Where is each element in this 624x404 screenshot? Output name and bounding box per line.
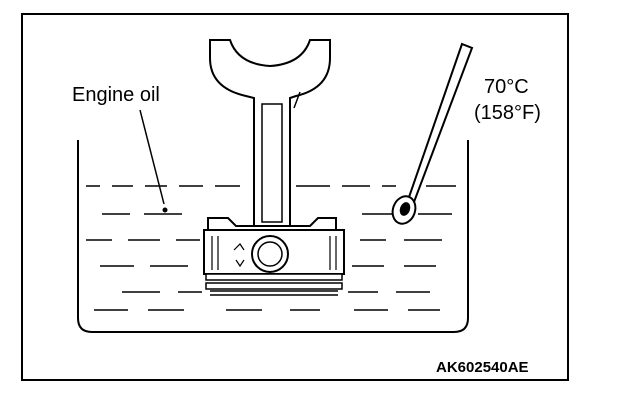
engine-oil-leader-dot <box>162 207 168 213</box>
oil-container <box>77 140 469 333</box>
engine-oil-leader <box>139 109 165 205</box>
figure-frame <box>21 13 569 381</box>
oil-surface-lines <box>86 185 456 311</box>
engine-oil-label: Engine oil <box>72 84 160 106</box>
thermometer-icon <box>391 42 474 225</box>
piston <box>203 217 345 296</box>
connecting-rod <box>209 39 331 229</box>
temperature-c-label: 70°C <box>484 76 529 98</box>
temperature-f-label: (158°F) <box>474 102 541 124</box>
figure-code-label: AK602540AE <box>436 359 529 376</box>
